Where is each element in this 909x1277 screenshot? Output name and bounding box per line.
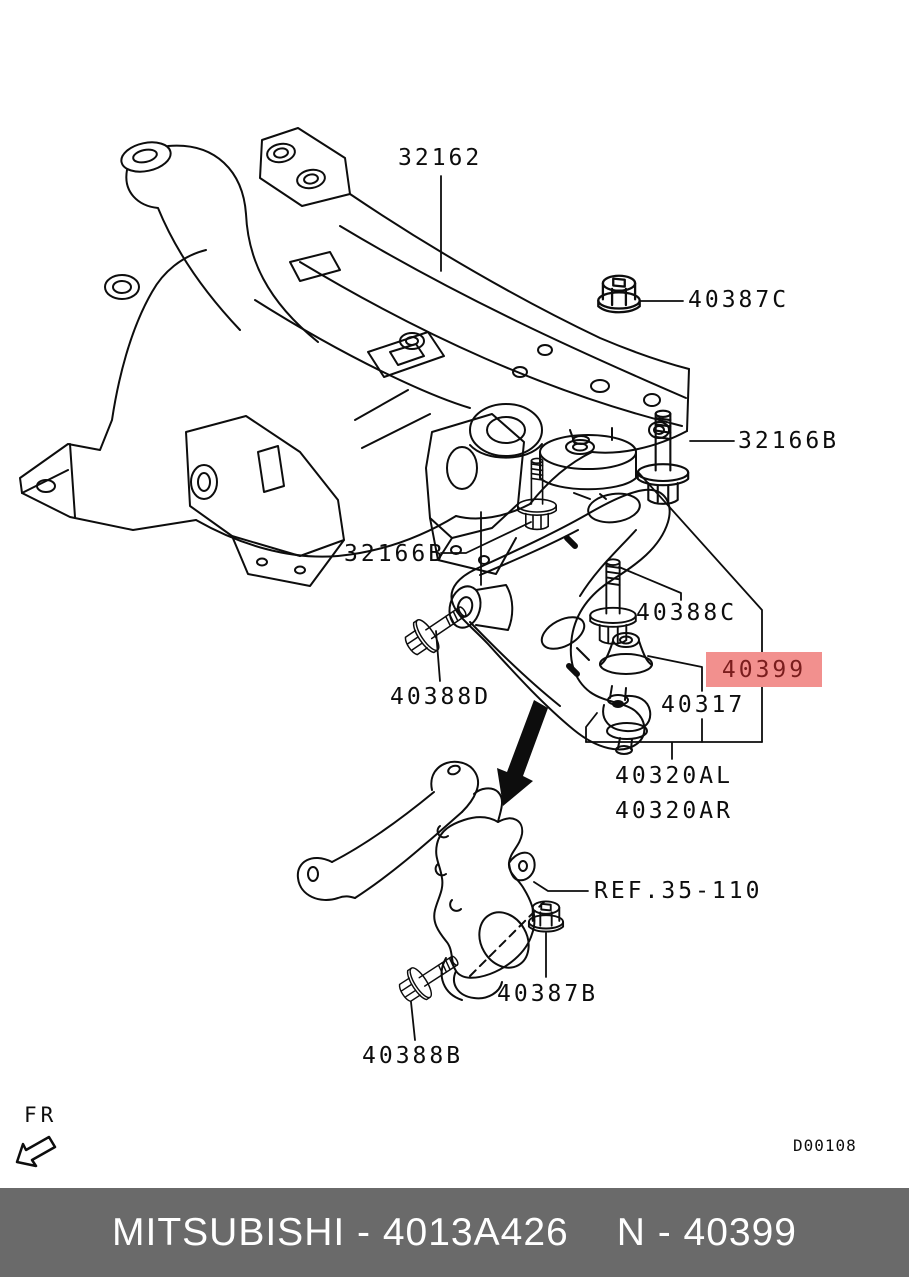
part-label-40388d[interactable]: 40388D: [390, 684, 492, 710]
part-label-32166b-right[interactable]: 32166B: [738, 428, 840, 454]
knuckle-drawing: [296, 760, 545, 1001]
part-label-40320al[interactable]: 40320AL: [615, 763, 733, 789]
leader-lines: [410, 175, 763, 1041]
parts-diagram-drawing: [15, 127, 763, 1168]
part-label-ref-35-110[interactable]: REF.35-110: [594, 878, 763, 904]
highlighted-part-40399[interactable]: 40399: [706, 652, 822, 687]
nut-40387b-drawing: [527, 900, 565, 933]
crossmember-drawing: [19, 127, 690, 587]
part-label-32162[interactable]: 32162: [398, 145, 483, 171]
footer-banner: MITSUBISHI - 4013A426 N - 40399: [0, 1188, 909, 1277]
part-label-40388b[interactable]: 40388B: [362, 1043, 464, 1069]
part-label-40317[interactable]: 40317: [661, 692, 746, 718]
pointer-arrow: [497, 700, 548, 806]
nut-40387c-drawing: [597, 274, 641, 314]
footer-brand-part: MITSUBISHI - 4013A426: [112, 1210, 569, 1254]
rear-bushing-drawing: [539, 427, 637, 500]
footer-ref-number: N - 40399: [616, 1210, 797, 1254]
part-label-32166b-left[interactable]: 32166B: [344, 541, 446, 567]
part-label-40388c[interactable]: 40388C: [636, 600, 738, 626]
part-label-40320ar[interactable]: 40320AR: [615, 798, 733, 824]
bolt-40388d-drawing: [398, 594, 476, 664]
part-label-40387c[interactable]: 40387C: [688, 287, 790, 313]
bolt-32166b-left-drawing: [516, 457, 558, 531]
drawing-code: D00108: [793, 1136, 857, 1155]
fr-arrow-icon: [15, 1135, 57, 1168]
part-label-40387b[interactable]: 40387B: [497, 981, 599, 1007]
ball-joint-drawing: [602, 685, 652, 755]
front-direction-label: FR: [24, 1103, 58, 1127]
part-label-40399[interactable]: 40399: [721, 656, 807, 683]
